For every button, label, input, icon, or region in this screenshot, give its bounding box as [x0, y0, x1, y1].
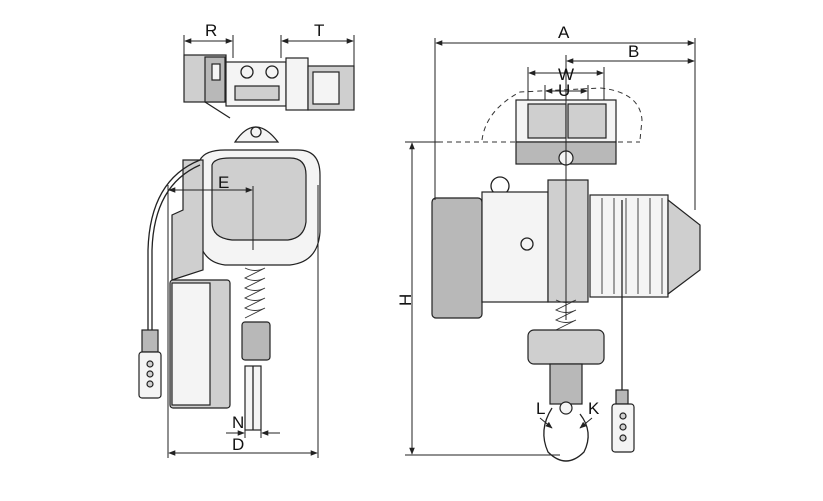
label-H: H: [396, 294, 415, 306]
chain-wheel-housing: [547, 179, 589, 303]
rear-housing: [171, 159, 204, 281]
suspension-hanger: [233, 126, 280, 143]
drive-motor-cover: [312, 71, 340, 105]
dim-K-arrow: [579, 417, 593, 429]
pendant-button-1: [146, 360, 154, 368]
trolley-axle-block: [234, 85, 280, 101]
label-B: B: [628, 42, 639, 61]
hoist-motor: [589, 194, 669, 298]
pendant-front-button-3: [619, 434, 627, 442]
bottom-block: [241, 321, 271, 361]
chain-bag: [527, 329, 605, 365]
trolley-wheel-block-left: [527, 103, 567, 139]
label-T: T: [314, 21, 324, 40]
pendant-front-button-2: [619, 423, 627, 431]
pendant-cable-inner: [151, 164, 201, 330]
hanger-pin: [250, 126, 262, 138]
hook: [543, 407, 589, 462]
trolley-wheel-block-right: [567, 103, 607, 139]
pendant-front-button-1: [619, 412, 627, 420]
label-E: E: [218, 173, 229, 192]
body-bolt: [520, 237, 534, 251]
cable-strain-relief: [141, 329, 159, 353]
label-L: L: [536, 399, 545, 418]
hook-swivel: [559, 401, 573, 415]
label-U: U: [558, 81, 570, 100]
cable-arm: [204, 101, 231, 119]
label-N: N: [232, 413, 244, 432]
pendant-cable: [147, 159, 201, 330]
motor-terminal: [211, 63, 221, 81]
load-chain-coil: [243, 267, 266, 319]
pendant-button-3: [146, 380, 154, 388]
pendant-strain-relief: [615, 389, 629, 405]
label-K: K: [588, 399, 600, 418]
dim-L-arrow: [539, 417, 553, 429]
label-R: R: [205, 21, 217, 40]
hoist-center-body: [481, 191, 549, 303]
gearbox-housing: [431, 197, 483, 319]
label-D: D: [232, 435, 244, 454]
trolley-wheel-left: [240, 65, 254, 79]
side-view: R T E N D: [138, 21, 355, 458]
trolley-gearbox: [285, 57, 309, 111]
label-A: A: [558, 23, 570, 42]
pendant-button-2: [146, 370, 154, 378]
chain-container-face: [171, 282, 211, 406]
trolley-wheel-right: [265, 65, 279, 79]
hoist-cover: [211, 157, 307, 241]
label-W: W: [558, 65, 574, 84]
front-view: A B W U H L K: [396, 23, 701, 462]
bottom-hook-block: [549, 363, 583, 405]
motor-fan-cover: [667, 198, 701, 296]
